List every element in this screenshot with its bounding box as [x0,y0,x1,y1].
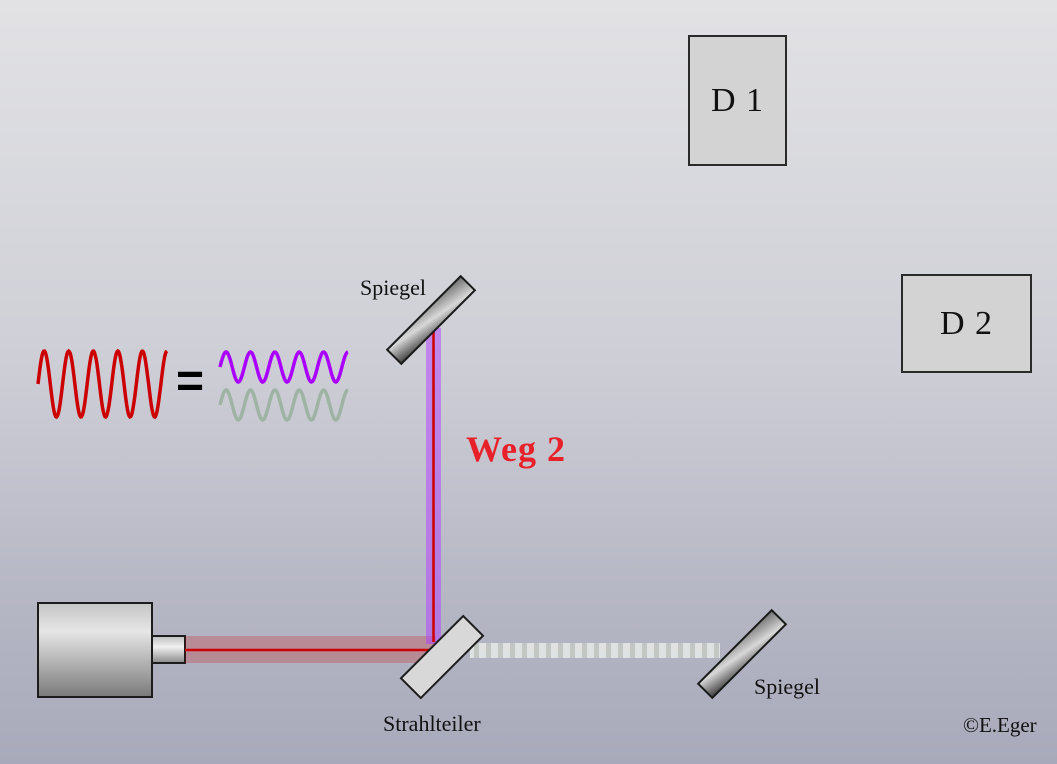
beam-stripe [534,643,539,658]
beam-stripe [594,643,599,658]
mirror-right-label: Spiegel [754,674,820,699]
detector-d1: D 1 [688,35,787,166]
beam-stripe [702,643,707,658]
laser-body [37,602,153,698]
beam-stripe [522,643,527,658]
beam-stripe [654,643,659,658]
beam-stripe [714,643,719,658]
mirror-top [385,274,477,366]
beam-stripe [630,643,635,658]
beam-stripe [570,643,575,658]
beam-stripe [486,643,491,658]
path1-beam [470,643,720,658]
laser-nozzle [151,635,186,664]
beam-stripe [678,643,683,658]
path2-beam [426,328,441,644]
path-label: Weg 2 [466,429,566,469]
beam-stripe [510,643,515,658]
beam-stripe [690,643,695,658]
beam-stripe [498,643,503,658]
beam-stripe [666,643,671,658]
wave-path2 [218,350,349,384]
mirror-right [696,608,788,700]
wave-input [36,348,169,420]
beam-stripe [558,643,563,658]
wave-path1 [218,388,349,422]
detector-d2: D 2 [901,274,1032,373]
beam-splitter-label: Strahlteiler [383,711,481,736]
laser-beam [185,636,436,663]
mirror-top-label: Spiegel [360,275,426,300]
wave-equation: = [36,348,349,422]
beam-stripe [642,643,647,658]
equals-sign: = [176,355,204,408]
beam-stripe [474,643,479,658]
beam-stripe [582,643,587,658]
beam-stripe [606,643,611,658]
laser-source [37,602,186,698]
beam-splitter [399,614,485,700]
beam-stripe [618,643,623,658]
copyright: ©E.Eger [963,713,1037,737]
beam-stripe [546,643,551,658]
